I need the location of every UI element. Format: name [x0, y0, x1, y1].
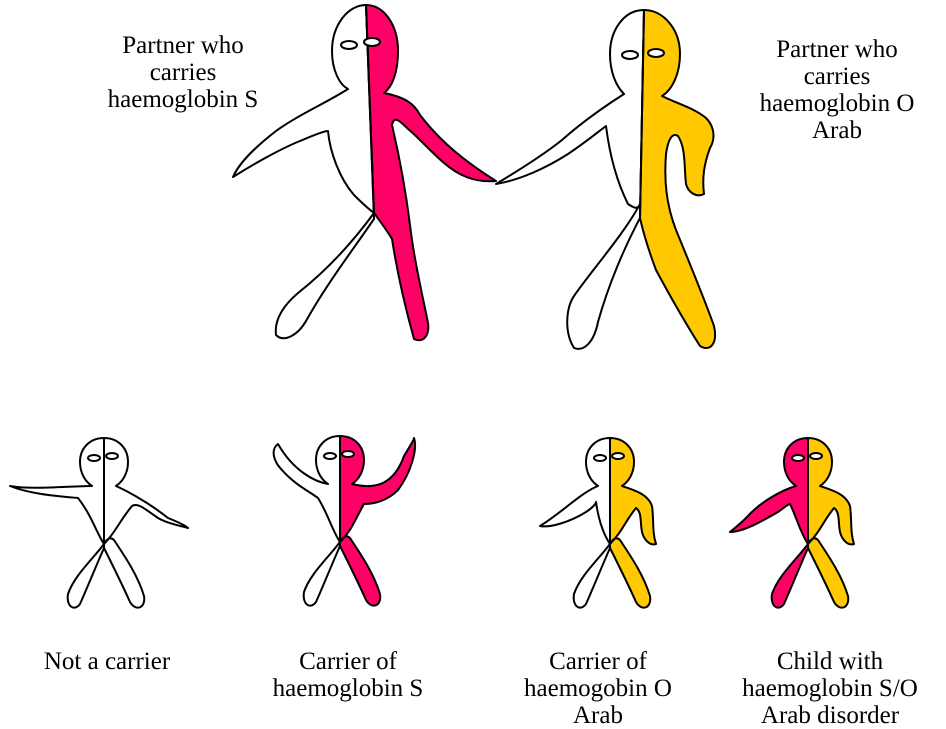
child-figure-carrier-s	[264, 434, 424, 614]
child-not-carrier-left-half	[10, 438, 104, 608]
child-s-o-arab-disorder-right-half	[808, 438, 854, 608]
parent-label-haemoglobin-o-arab: Partner who carries haemoglobin O Arab	[742, 36, 932, 144]
child-label-not-carrier: Not a carrier	[22, 648, 192, 675]
parent-o-right-eye	[648, 49, 664, 57]
parent-s-left-eye	[341, 41, 357, 49]
child-figure-carrier-o-arab	[530, 436, 670, 616]
child-label-carrier-s: Carrier of haemoglobin S	[248, 648, 448, 702]
child-not-carrier-right-eye	[106, 453, 118, 459]
child-s-o-arab-disorder-left-eye	[792, 455, 804, 461]
child-s-o-arab-disorder-left-half	[730, 438, 808, 608]
parent-label-haemoglobin-s: Partner who carries haemoglobin S	[88, 32, 278, 113]
child-not-carrier-left-eye	[88, 455, 100, 461]
child-carrier-s-right-half	[340, 436, 415, 606]
child-label-carrier-o-arab: Carrier of haemogobin O Arab	[488, 648, 708, 729]
child-label-s-o-arab-disorder: Child with haemoglobin S/O Arab disorder	[722, 648, 938, 729]
parent-s-right-half	[366, 5, 496, 340]
child-figure-not-carrier	[8, 436, 198, 612]
parent-s-right-eye	[364, 38, 380, 46]
child-carrier-o-arab-right-half	[610, 438, 656, 608]
child-s-o-arab-disorder-right-eye	[810, 453, 822, 459]
child-carrier-s-left-eye	[324, 453, 336, 459]
child-carrier-o-arab-left-eye	[594, 455, 606, 461]
parent-o-left-half	[496, 10, 644, 349]
child-carrier-o-arab-right-eye	[612, 453, 624, 459]
parent-o-right-half	[640, 10, 715, 348]
parent-o-left-eye	[622, 51, 638, 59]
child-carrier-s-left-half	[274, 436, 340, 606]
child-carrier-s-right-eye	[342, 451, 354, 457]
child-figure-s-o-arab-disorder	[726, 436, 876, 616]
parent-figure-haemoglobin-o-arab	[490, 8, 730, 354]
child-carrier-o-arab-left-half	[540, 438, 610, 608]
child-not-carrier-right-half	[104, 438, 188, 608]
